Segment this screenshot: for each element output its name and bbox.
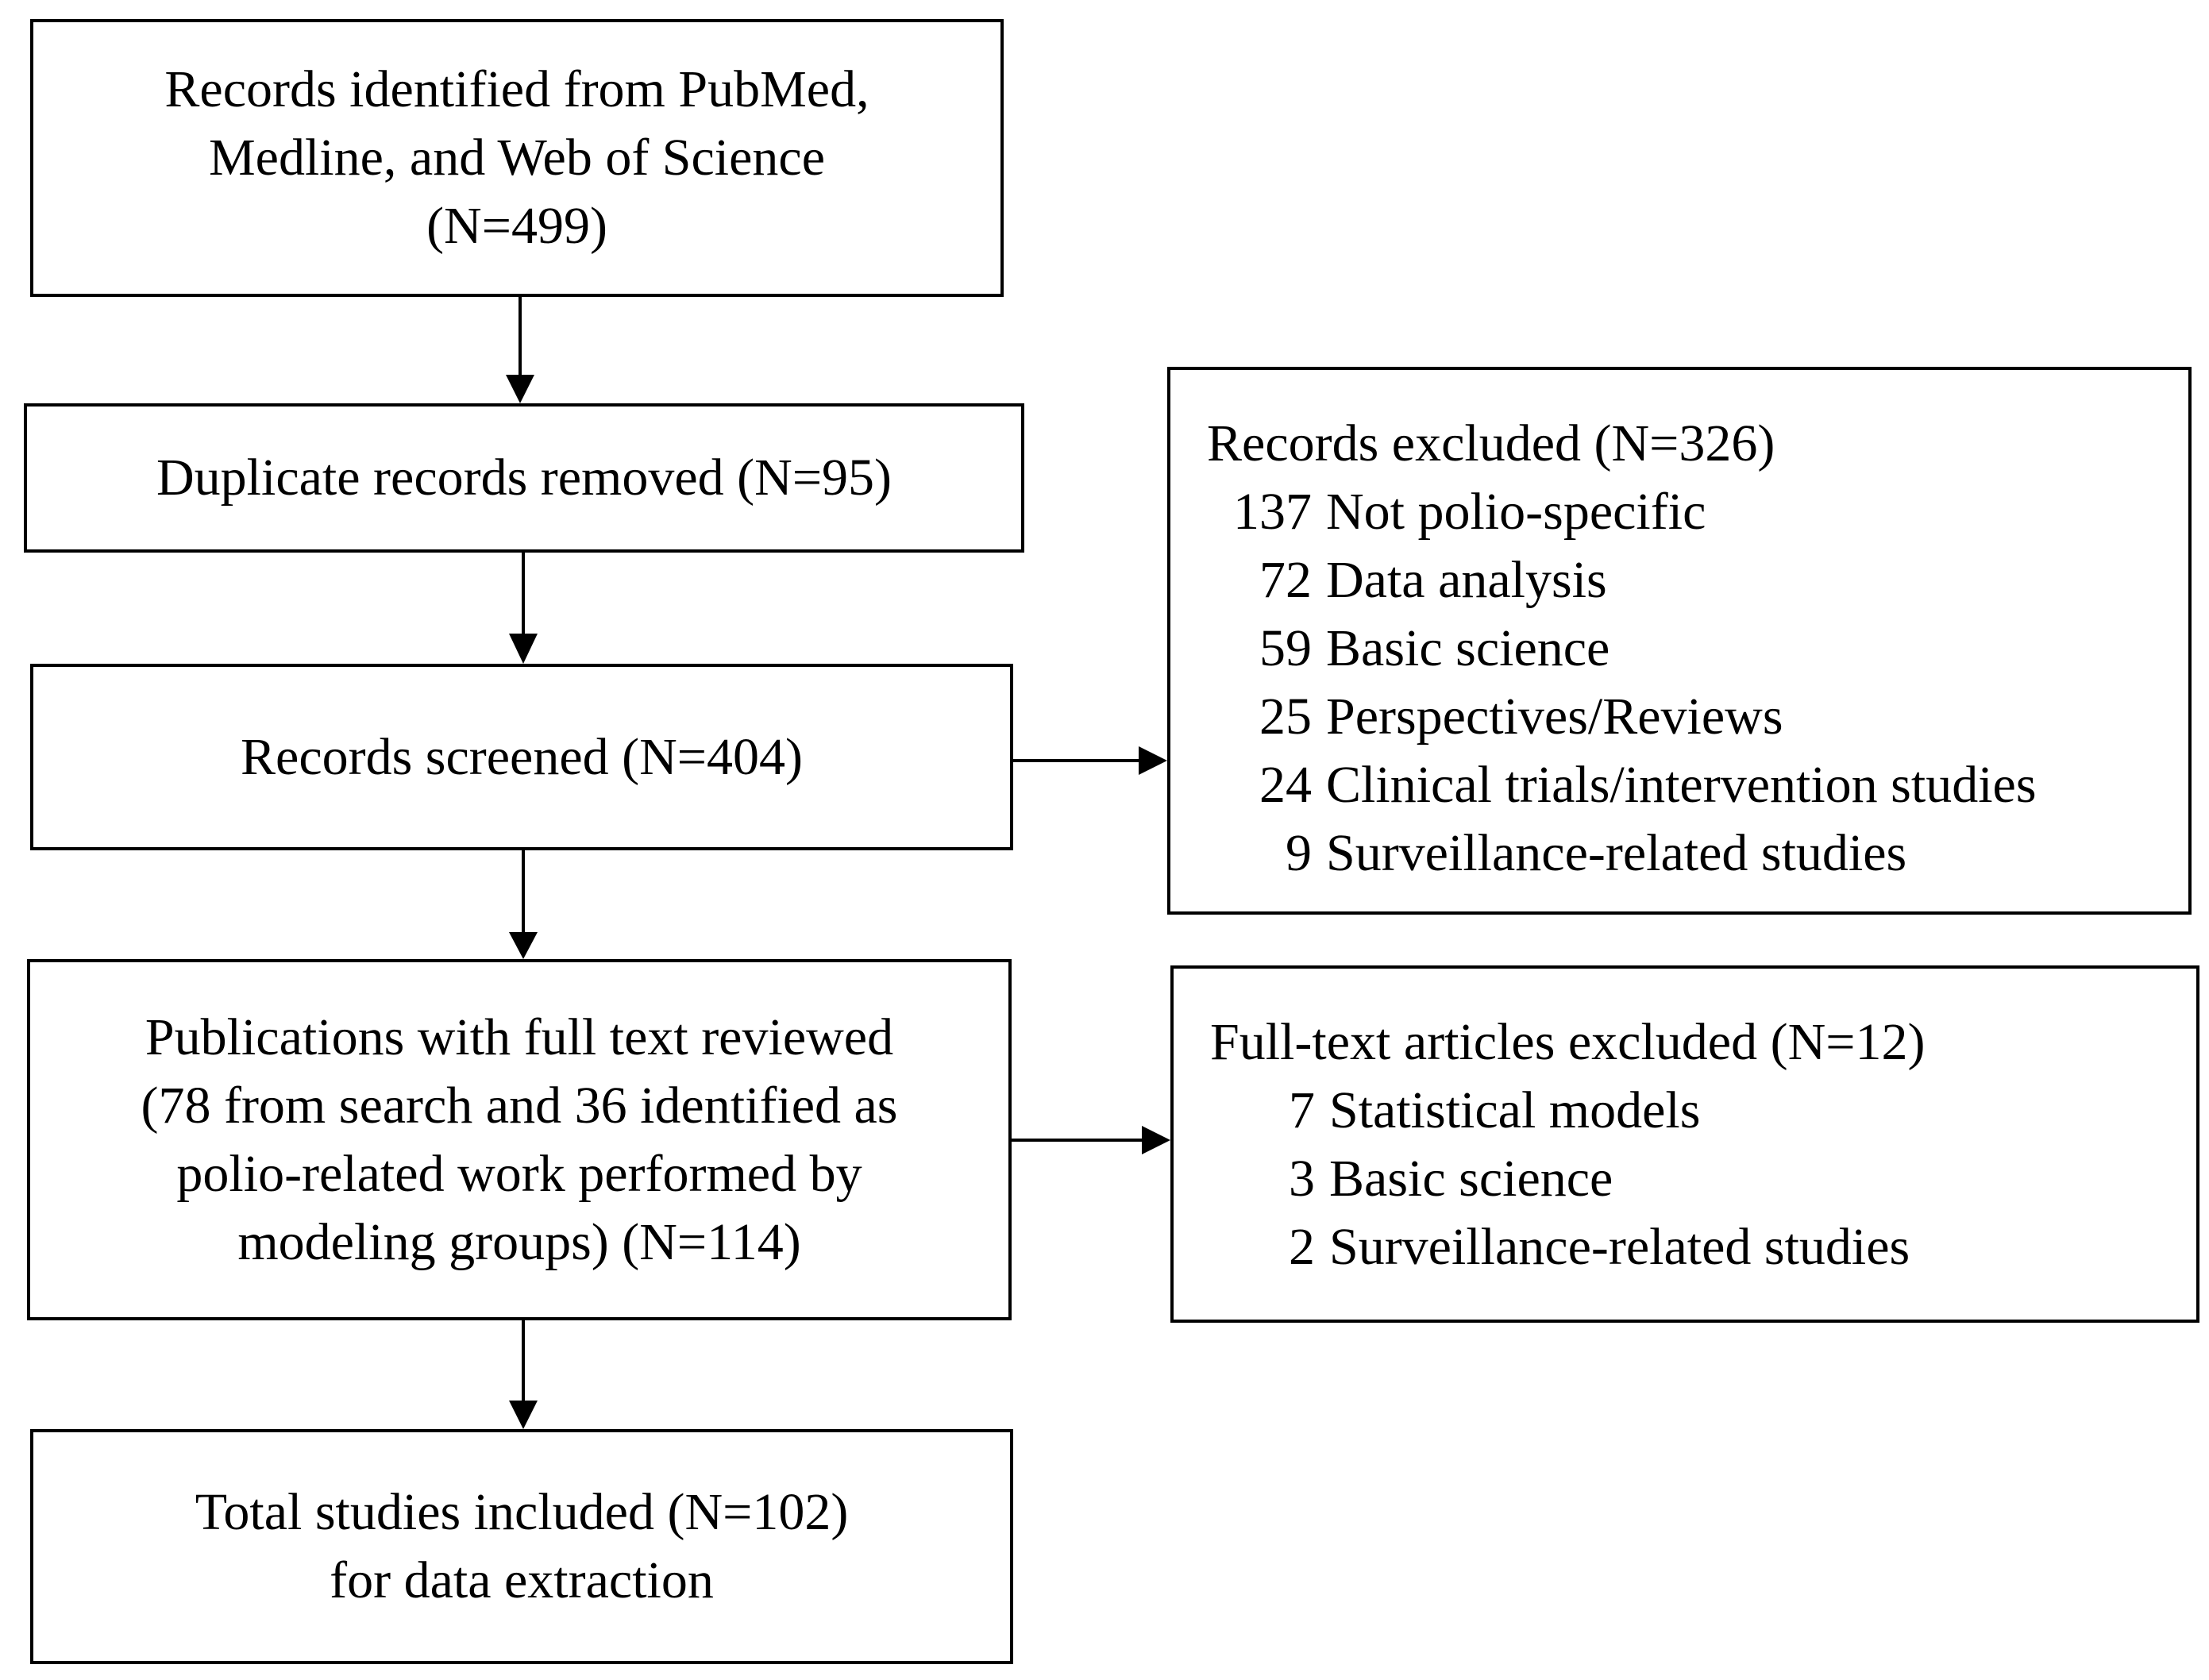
arrowhead-fulltext-excluded <box>1142 1126 1170 1154</box>
box-text-line: Medline, and Web of Science <box>208 129 826 187</box>
box-text-line: for data extraction <box>330 1551 714 1609</box>
arrowhead-fulltext <box>509 932 538 959</box>
exclusion-count: 59 <box>1259 619 1312 677</box>
box-text-line: Duplicate records removed (N=95) <box>156 449 892 507</box>
exclusion-count: 25 <box>1259 688 1312 746</box>
box-text-line: Publications with full text reviewed <box>145 1008 894 1066</box>
exclusion-title: Records excluded (N=326) <box>1207 414 1775 472</box>
exclusion-count: 24 <box>1259 756 1312 814</box>
arrowhead-included <box>509 1401 538 1429</box>
exclusion-label: Basic science <box>1326 619 1610 677</box>
exclusion-count: 3 <box>1289 1150 1315 1208</box>
exclusion-label: Surveillance-related studies <box>1329 1218 1910 1276</box>
box-text-line: Records identified from PubMed, <box>164 60 869 118</box>
exclusion-count: 137 <box>1233 483 1312 541</box>
arrowhead-duplicates <box>506 375 534 403</box>
arrowhead-screened <box>509 634 538 664</box>
exclusion-label: Statistical models <box>1329 1081 1701 1139</box>
exclusion-count: 9 <box>1286 824 1312 882</box>
box-text-line: Total studies included (N=102) <box>195 1483 849 1541</box>
exclusion-title: Full-text articles excluded (N=12) <box>1210 1013 1926 1071</box>
box-text-line: (N=499) <box>426 197 607 255</box>
exclusion-label: Basic science <box>1329 1150 1613 1208</box>
exclusion-count: 7 <box>1289 1081 1315 1139</box>
exclusion-label: Data analysis <box>1326 551 1607 609</box>
fulltext-reviewed-box: Publications with full text reviewed (78… <box>27 959 1012 1320</box>
records-identified-box: Records identified from PubMed, Medline,… <box>30 19 1004 297</box>
box-text-line: modeling groups) (N=114) <box>237 1212 801 1271</box>
arrowhead-records-excluded <box>1139 746 1167 775</box>
box-text-line: (78 from search and 36 identified as <box>141 1076 898 1135</box>
records-screened-box: Records screened (N=404) <box>30 664 1013 850</box>
exclusion-label: Perspectives/Reviews <box>1326 688 1783 746</box>
studies-included-box: Total studies included (N=102) for data … <box>30 1429 1013 1664</box>
exclusion-label: Not polio-specific <box>1326 483 1706 541</box>
box-text-line: polio-related work performed by <box>176 1144 862 1203</box>
box-text-line: Records screened (N=404) <box>241 727 803 786</box>
exclusion-label: Surveillance-related studies <box>1326 824 1907 882</box>
exclusion-count: 72 <box>1259 551 1312 609</box>
exclusion-label: Clinical trials/intervention studies <box>1326 756 2037 814</box>
duplicates-removed-box: Duplicate records removed (N=95) <box>24 403 1024 553</box>
exclusion-count: 2 <box>1289 1218 1315 1276</box>
